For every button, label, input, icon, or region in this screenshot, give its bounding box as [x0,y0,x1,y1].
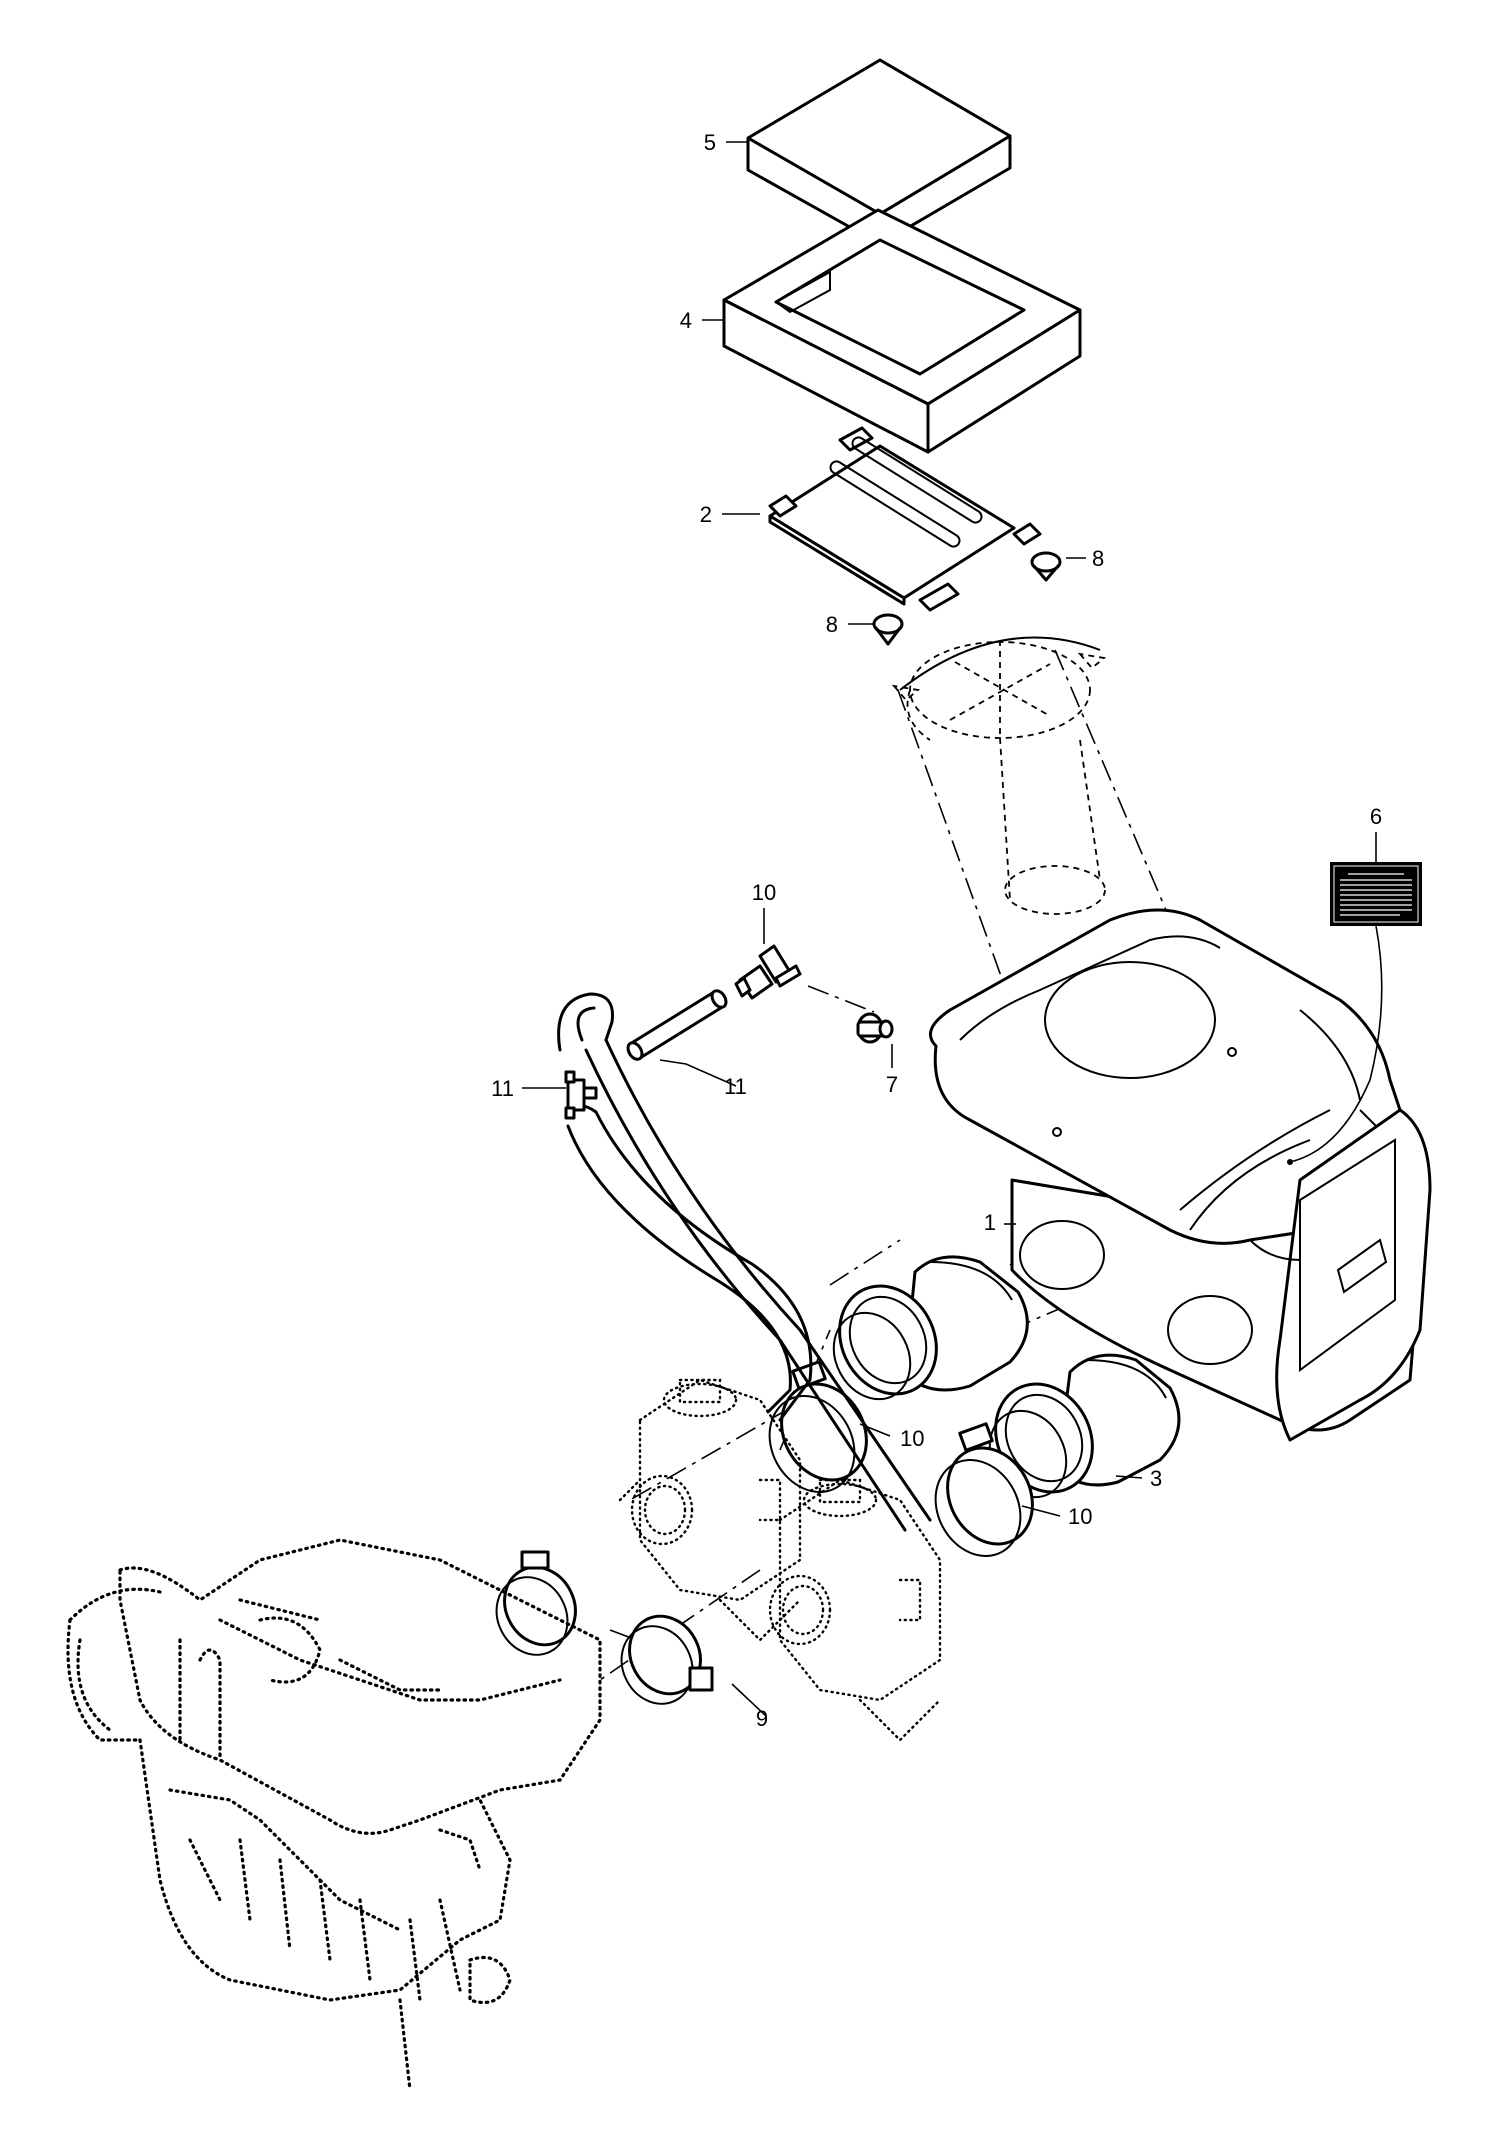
engine-reference [66,1538,602,2092]
part-11-t-fitting [564,1070,598,1120]
callout-9: 9 [756,1706,768,1731]
callout-8-right: 8 [1092,546,1104,571]
part-3-intake-boot-upper [832,1255,1029,1401]
carburetor-right [768,1478,942,1742]
part-13-tube [626,989,728,1061]
callout-7: 7 [886,1072,898,1097]
carburetor-left [618,1378,802,1642]
part-2-plate [768,426,1042,612]
hose-lower [566,1104,813,1422]
callout-4: 4 [680,308,692,333]
part-8-grommet-right [1030,551,1062,582]
callout-3: 3 [1150,1466,1162,1491]
part-4-filter-frame [722,208,1082,454]
part-9-clamp-lower [620,1614,714,1705]
callout-10-upper: 10 [900,1426,924,1451]
callout-1: 1 [984,1210,996,1235]
part-6-warning-label [1330,862,1422,926]
callout-6: 6 [1370,804,1382,829]
part-10-clamp-lower [934,1422,1034,1557]
part-3-intake-boot-lower [988,1353,1181,1499]
part-12-elbow-fitting [734,944,802,1000]
callout-8-left: 8 [826,612,838,637]
callout-10-lower: 10 [1068,1504,1092,1529]
callout-2: 2 [700,502,712,527]
callout-11: 11 [491,1076,514,1101]
callout-5: 5 [704,130,716,155]
callout-labels: 5 4 2 8 8 6 10 7 11 11 1 10 3 10 9 [491,130,1382,1731]
part-5-filter-pad [746,58,1012,246]
part-1-airbox [928,908,1432,1442]
part-8-grommet-left [872,613,904,646]
part-7-vent-fitting [856,1012,894,1044]
callout-13: 11 [724,1074,747,1099]
part-10-clamp-upper [768,1360,868,1493]
part-9-clamp-upper [495,1550,577,1656]
inner-air-duct [891,636,1107,915]
leader-lines [522,141,1383,1717]
callout-12: 10 [752,880,776,905]
